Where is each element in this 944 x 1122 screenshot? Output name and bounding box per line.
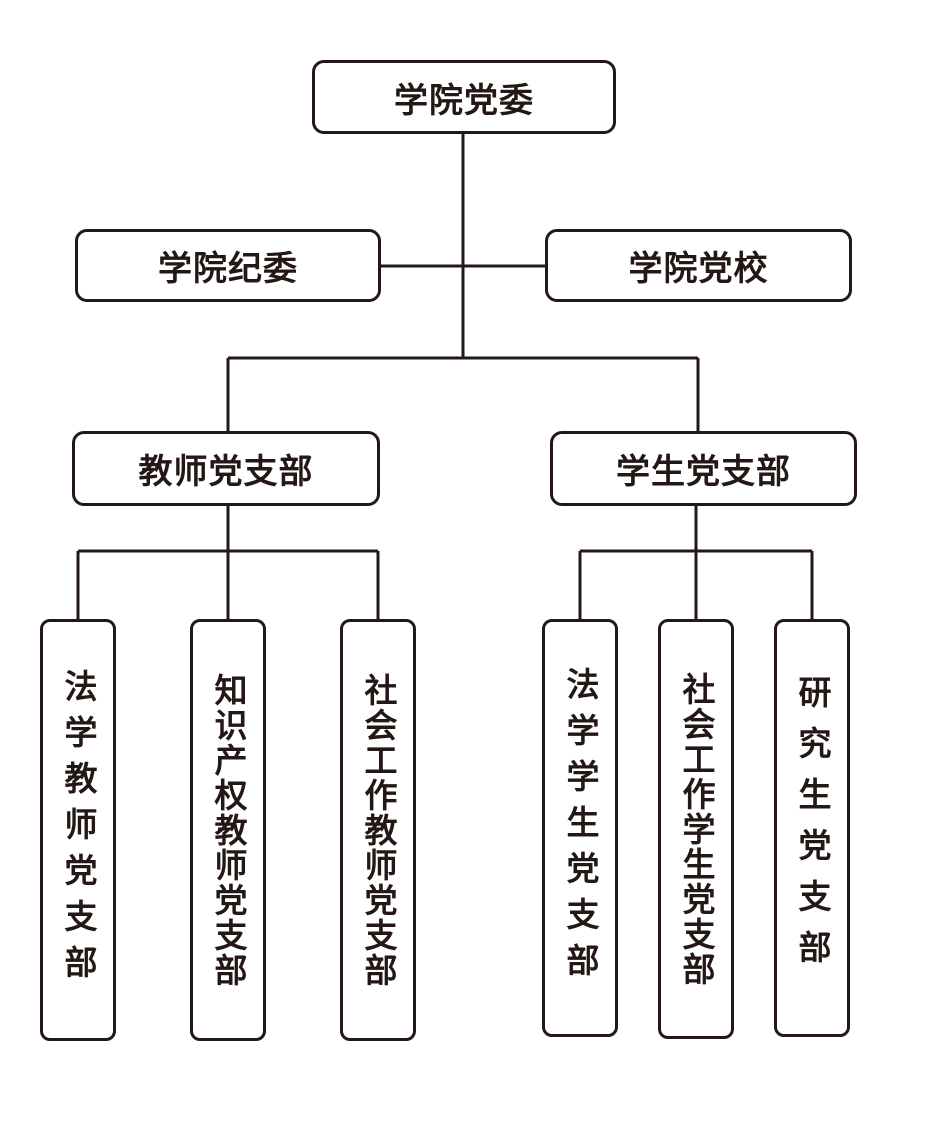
teacher-branch-label: 教师党支部 [138, 452, 314, 492]
teacher-child-node: 社会工作教师党支部 [340, 619, 416, 1041]
student-child-label: 法学学生党支部 [561, 667, 600, 989]
side-node-right-label: 学院党校 [628, 249, 769, 289]
student-branch-label: 学生党支部 [616, 452, 791, 492]
student-child-label: 研究生党支部 [793, 675, 832, 981]
side-node-right: 学院党校 [545, 229, 852, 302]
student-child-node: 社会工作学生党支部 [658, 619, 734, 1039]
teacher-child-label: 知识产权教师党支部 [209, 672, 248, 988]
root-node: 学院党委 [312, 60, 616, 134]
teacher-child-label: 社会工作教师党支部 [359, 672, 398, 988]
student-branch-node: 学生党支部 [550, 431, 857, 506]
side-node-left: 学院纪委 [75, 229, 381, 302]
teacher-child-label: 法学教师党支部 [59, 669, 98, 991]
root-node-label: 学院党委 [394, 80, 534, 121]
student-child-node: 法学学生党支部 [542, 619, 618, 1037]
side-node-left-label: 学院纪委 [158, 249, 298, 289]
student-child-label: 社会工作学生党支部 [677, 671, 716, 987]
student-child-node: 研究生党支部 [774, 619, 850, 1037]
teacher-child-node: 法学教师党支部 [40, 619, 116, 1041]
teacher-child-node: 知识产权教师党支部 [190, 619, 266, 1041]
teacher-branch-node: 教师党支部 [72, 431, 380, 506]
